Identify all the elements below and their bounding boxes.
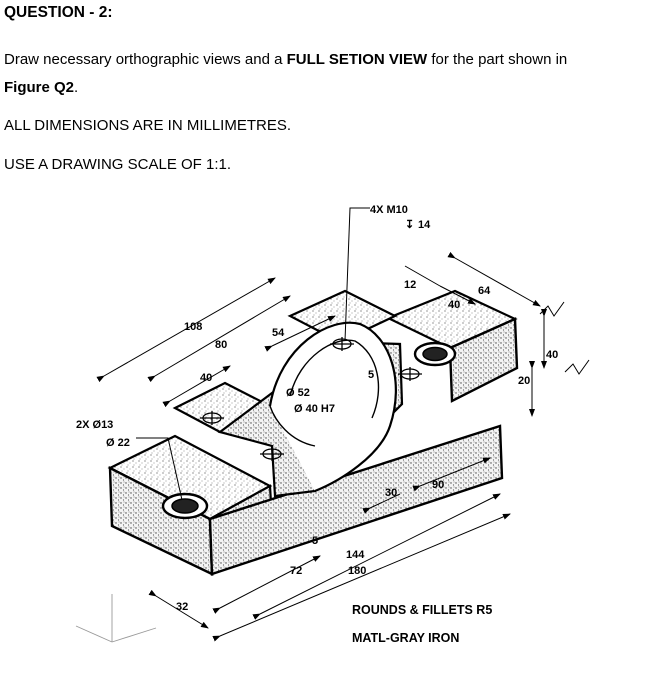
dim-12: 12: [404, 279, 416, 291]
thread-depth-symbol: ↧: [405, 219, 414, 231]
counterbore-hole-left: [161, 492, 209, 520]
dim-54: 54: [272, 327, 285, 339]
thread-depth: 14: [418, 219, 431, 231]
figure-q2: 4X M10 ↧ 14 108 80 54 40 Ø 52 Ø 40 H7 5 …: [60, 196, 620, 680]
instruction-mid: for the part shown in: [427, 51, 568, 68]
dim-dia-40-h7: Ø 40 H7: [294, 403, 335, 415]
dim-30: 30: [385, 487, 397, 499]
dim-5-bottom: 5: [312, 535, 318, 547]
material-note: MATL-GRAY IRON: [352, 631, 459, 645]
instruction-bold: FULL SETION VIEW: [286, 51, 428, 68]
units-note: ALL DIMENSIONS ARE IN MILLIMETRES.: [4, 117, 292, 134]
dim-90: 90: [432, 479, 444, 491]
rounds-note: ROUNDS & FILLETS R5: [352, 603, 492, 617]
right-pad-front-face: [448, 317, 519, 403]
dim-5-top: 5: [368, 369, 374, 381]
dim-40-right: 40: [546, 349, 558, 361]
dim-40-left: 40: [200, 372, 212, 384]
dim-180: 180: [348, 565, 366, 577]
thread-callout: 4X M10: [370, 204, 408, 216]
dim-80: 80: [215, 339, 227, 351]
question-title: QUESTION - 2:: [4, 4, 113, 21]
dim-20: 20: [518, 375, 530, 387]
hole-callout: 2X Ø13: [76, 419, 113, 431]
axis-sketch: [75, 594, 157, 643]
dim-144: 144: [346, 549, 365, 561]
isometric-drawing: 4X M10 ↧ 14 108 80 54 40 Ø 52 Ø 40 H7 5 …: [75, 204, 590, 645]
dim-72: 72: [290, 565, 302, 577]
instruction-prefix: Draw necessary orthographic views and a: [4, 51, 287, 68]
instruction-paragraph: Draw necessary orthographic views and a …: [4, 46, 668, 102]
counterbore-hole-right: [413, 341, 457, 367]
dim-32: 32: [176, 601, 188, 613]
surface-marks: [539, 301, 590, 375]
dim-dia-52: Ø 52: [286, 387, 310, 399]
dim-40-top: 40: [448, 299, 460, 311]
dim-108: 108: [184, 321, 202, 333]
scale-note: USE A DRAWING SCALE OF 1:1.: [4, 156, 232, 173]
dim-64: 64: [478, 285, 491, 297]
instruction-end: .: [74, 79, 79, 96]
counterbore-callout: Ø 22: [106, 437, 130, 449]
instruction-figure-ref: Figure Q2: [4, 79, 75, 96]
